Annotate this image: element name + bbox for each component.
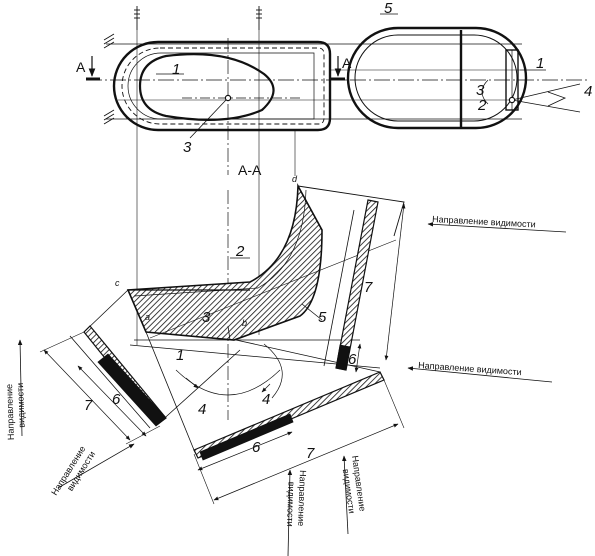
left-housing-outer [112, 40, 332, 132]
svg-text:Направление: Направление [4, 384, 16, 441]
label-7-left: 7 [84, 397, 93, 414]
break-mark [103, 6, 262, 125]
view-arrow-lower-left [57, 443, 135, 489]
leader-line [227, 325, 231, 341]
leader-line [301, 303, 323, 321]
right-pipe-black [335, 344, 351, 371]
dim-7-bottom [213, 423, 399, 501]
ref-line [149, 239, 397, 339]
svg-text:видимости: видимости [15, 383, 27, 428]
view-arrow-bottom-left [287, 469, 293, 556]
right-housing-inner [354, 34, 518, 122]
label-2-section: 2 [235, 243, 245, 260]
egg-opening [138, 53, 275, 121]
label-6-bottom: 6 [252, 439, 261, 456]
view-direction-caption-left: Направление видимости [4, 383, 27, 441]
view-direction-caption-lower-left: Направление видимости [49, 444, 97, 497]
dim-6-left [77, 365, 147, 437]
leader-line [189, 99, 227, 139]
left-housing-inner-2 [127, 52, 315, 120]
label-3-top-left: 3 [183, 139, 192, 156]
label-1-top-right: 1 [536, 55, 544, 72]
left-housing-inner [121, 47, 325, 125]
label-4-section-right: 4 [262, 391, 270, 408]
view-arrow-bottom-right [342, 455, 349, 535]
view-arrow-middle [407, 366, 553, 383]
label-3-section: 3 [202, 309, 211, 326]
svg-text:видимости: видимости [285, 482, 297, 527]
view-direction-caption-bottom-right: Направление видимости [341, 455, 368, 514]
point-d: d [292, 174, 298, 184]
label-1-top-left: 1 [172, 61, 180, 78]
view-direction-caption-middle: Направление видимости [418, 360, 522, 377]
label-4-top-right: 4 [584, 83, 592, 100]
dim-6-right [354, 343, 362, 373]
label-4-section-left: 4 [198, 401, 206, 418]
angle-arc [481, 79, 489, 105]
point-b: b [242, 318, 247, 328]
point-a: a [145, 312, 150, 322]
view-arrow-left [17, 339, 23, 437]
view-arrow-top [427, 222, 567, 233]
label-7-right: 7 [364, 279, 373, 296]
view-cone [511, 83, 581, 113]
label-5-section: 5 [318, 309, 327, 326]
section-mark-right: А [342, 55, 352, 71]
angle-arc-4-right [263, 343, 283, 399]
svg-text:Направление: Направление [296, 470, 308, 527]
elbow-wall [126, 183, 323, 341]
label-6-right: 6 [348, 351, 357, 368]
label-2-top-right: 2 [477, 97, 487, 114]
section-mark-left: А [76, 59, 86, 75]
label-1-section: 1 [176, 347, 184, 364]
dim-7-right [384, 203, 406, 361]
right-pipe-edge [323, 209, 355, 367]
label-7-bottom: 7 [306, 445, 315, 462]
section-view [17, 183, 567, 556]
point-c: c [115, 278, 120, 288]
section-title: А-А [238, 162, 262, 178]
elbow-inner [133, 189, 307, 297]
left-pipe-black [97, 353, 167, 427]
label-6-left: 6 [112, 391, 121, 408]
right-housing-outer [346, 26, 528, 130]
label-3-top-right: 3 [476, 82, 485, 99]
center-point [224, 94, 232, 102]
view-direction-caption-bottom-left: Направление видимости [285, 470, 308, 527]
label-5-top-right: 5 [384, 0, 393, 17]
